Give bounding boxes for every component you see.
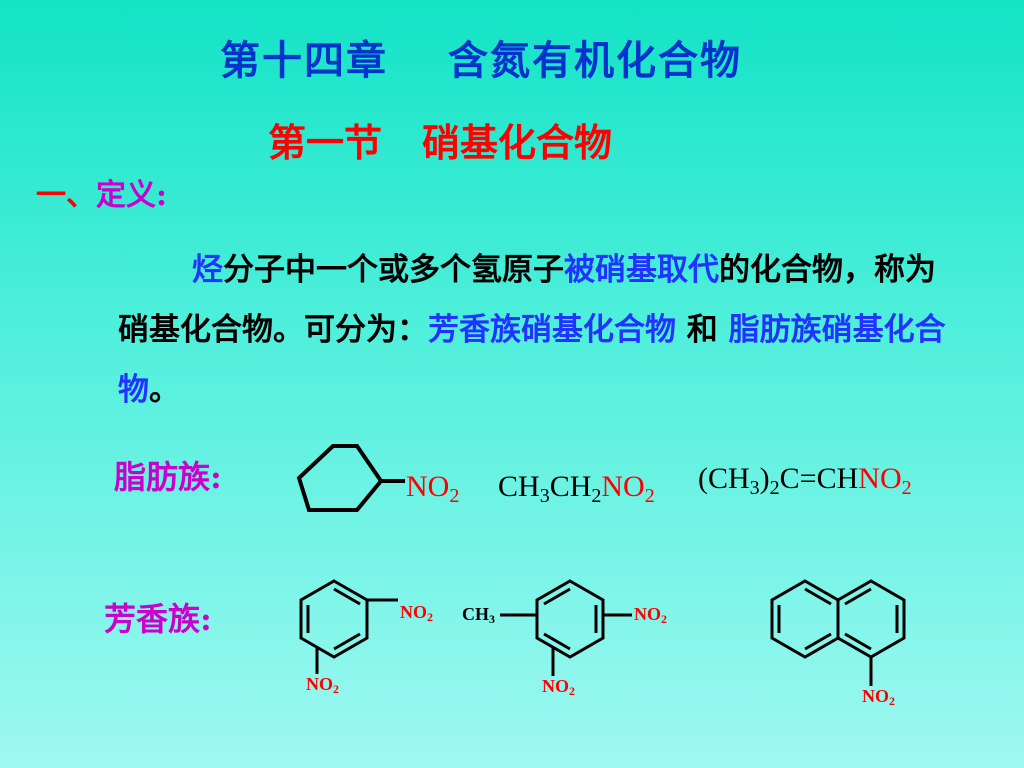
definition-text-3: 和 — [676, 312, 729, 348]
m2-bottom-nitro: NO2 — [542, 676, 575, 698]
benzene-ring-2 — [535, 579, 605, 659]
aliphatic-label: 脂肪族: — [114, 458, 222, 496]
m1-top-nitro: NO2 — [400, 602, 433, 624]
section-title: 第一节硝基化合物 — [268, 112, 612, 167]
term-aromatic: 芳香族硝基化合物 — [428, 312, 676, 348]
cyclohexane-ring — [296, 444, 384, 512]
heading-label: 定义: — [96, 178, 168, 213]
chapter-title: 第十四章 含氮有机化合物 — [220, 28, 742, 86]
section-name: 硝基化合物 — [422, 120, 613, 165]
chapter-number: 第十四章 — [220, 37, 388, 84]
term-hydrocarbon: 烃 — [192, 252, 223, 288]
heading-number: 一、 — [36, 178, 96, 213]
definition-heading: 一、定义: — [36, 170, 167, 214]
definition-text-1: 分子中一个或多个氢原子 — [223, 252, 564, 288]
chapter-name: 含氮有机化合物 — [448, 37, 742, 84]
nitrocyclohexane-group: NO2 — [406, 470, 460, 507]
definition-paragraph: 烃分子中一个或多个氢原子被硝基取代的化合物，称为硝基化合物。可分为：芳香族硝基化… — [118, 240, 958, 420]
benzene-ring-1 — [299, 579, 369, 659]
m2-right-nitro: NO2 — [634, 604, 667, 626]
m1-bottom-nitro: NO2 — [306, 674, 339, 696]
term-substituted: 被硝基取代 — [564, 252, 719, 288]
naphthalene-ring-left — [770, 579, 840, 659]
term-aliphatic: 脂肪族硝基化合物 — [118, 312, 946, 408]
nitroethane-formula: CH3CH2NO2 — [498, 470, 655, 507]
nitroalkene-formula: (CH3)2C=CHNO2 — [698, 462, 912, 499]
definition-text-2: 的化合物，称为硝基化合物。可分为： — [118, 252, 936, 348]
section-number: 第一节 — [268, 120, 383, 165]
aromatic-label: 芳香族: — [104, 600, 212, 638]
naphthalene-ring-right — [836, 579, 906, 659]
m2-methyl: CH3 — [462, 604, 495, 626]
m3-bottom-nitro: NO2 — [862, 686, 895, 708]
definition-text-4: 。 — [149, 372, 180, 408]
